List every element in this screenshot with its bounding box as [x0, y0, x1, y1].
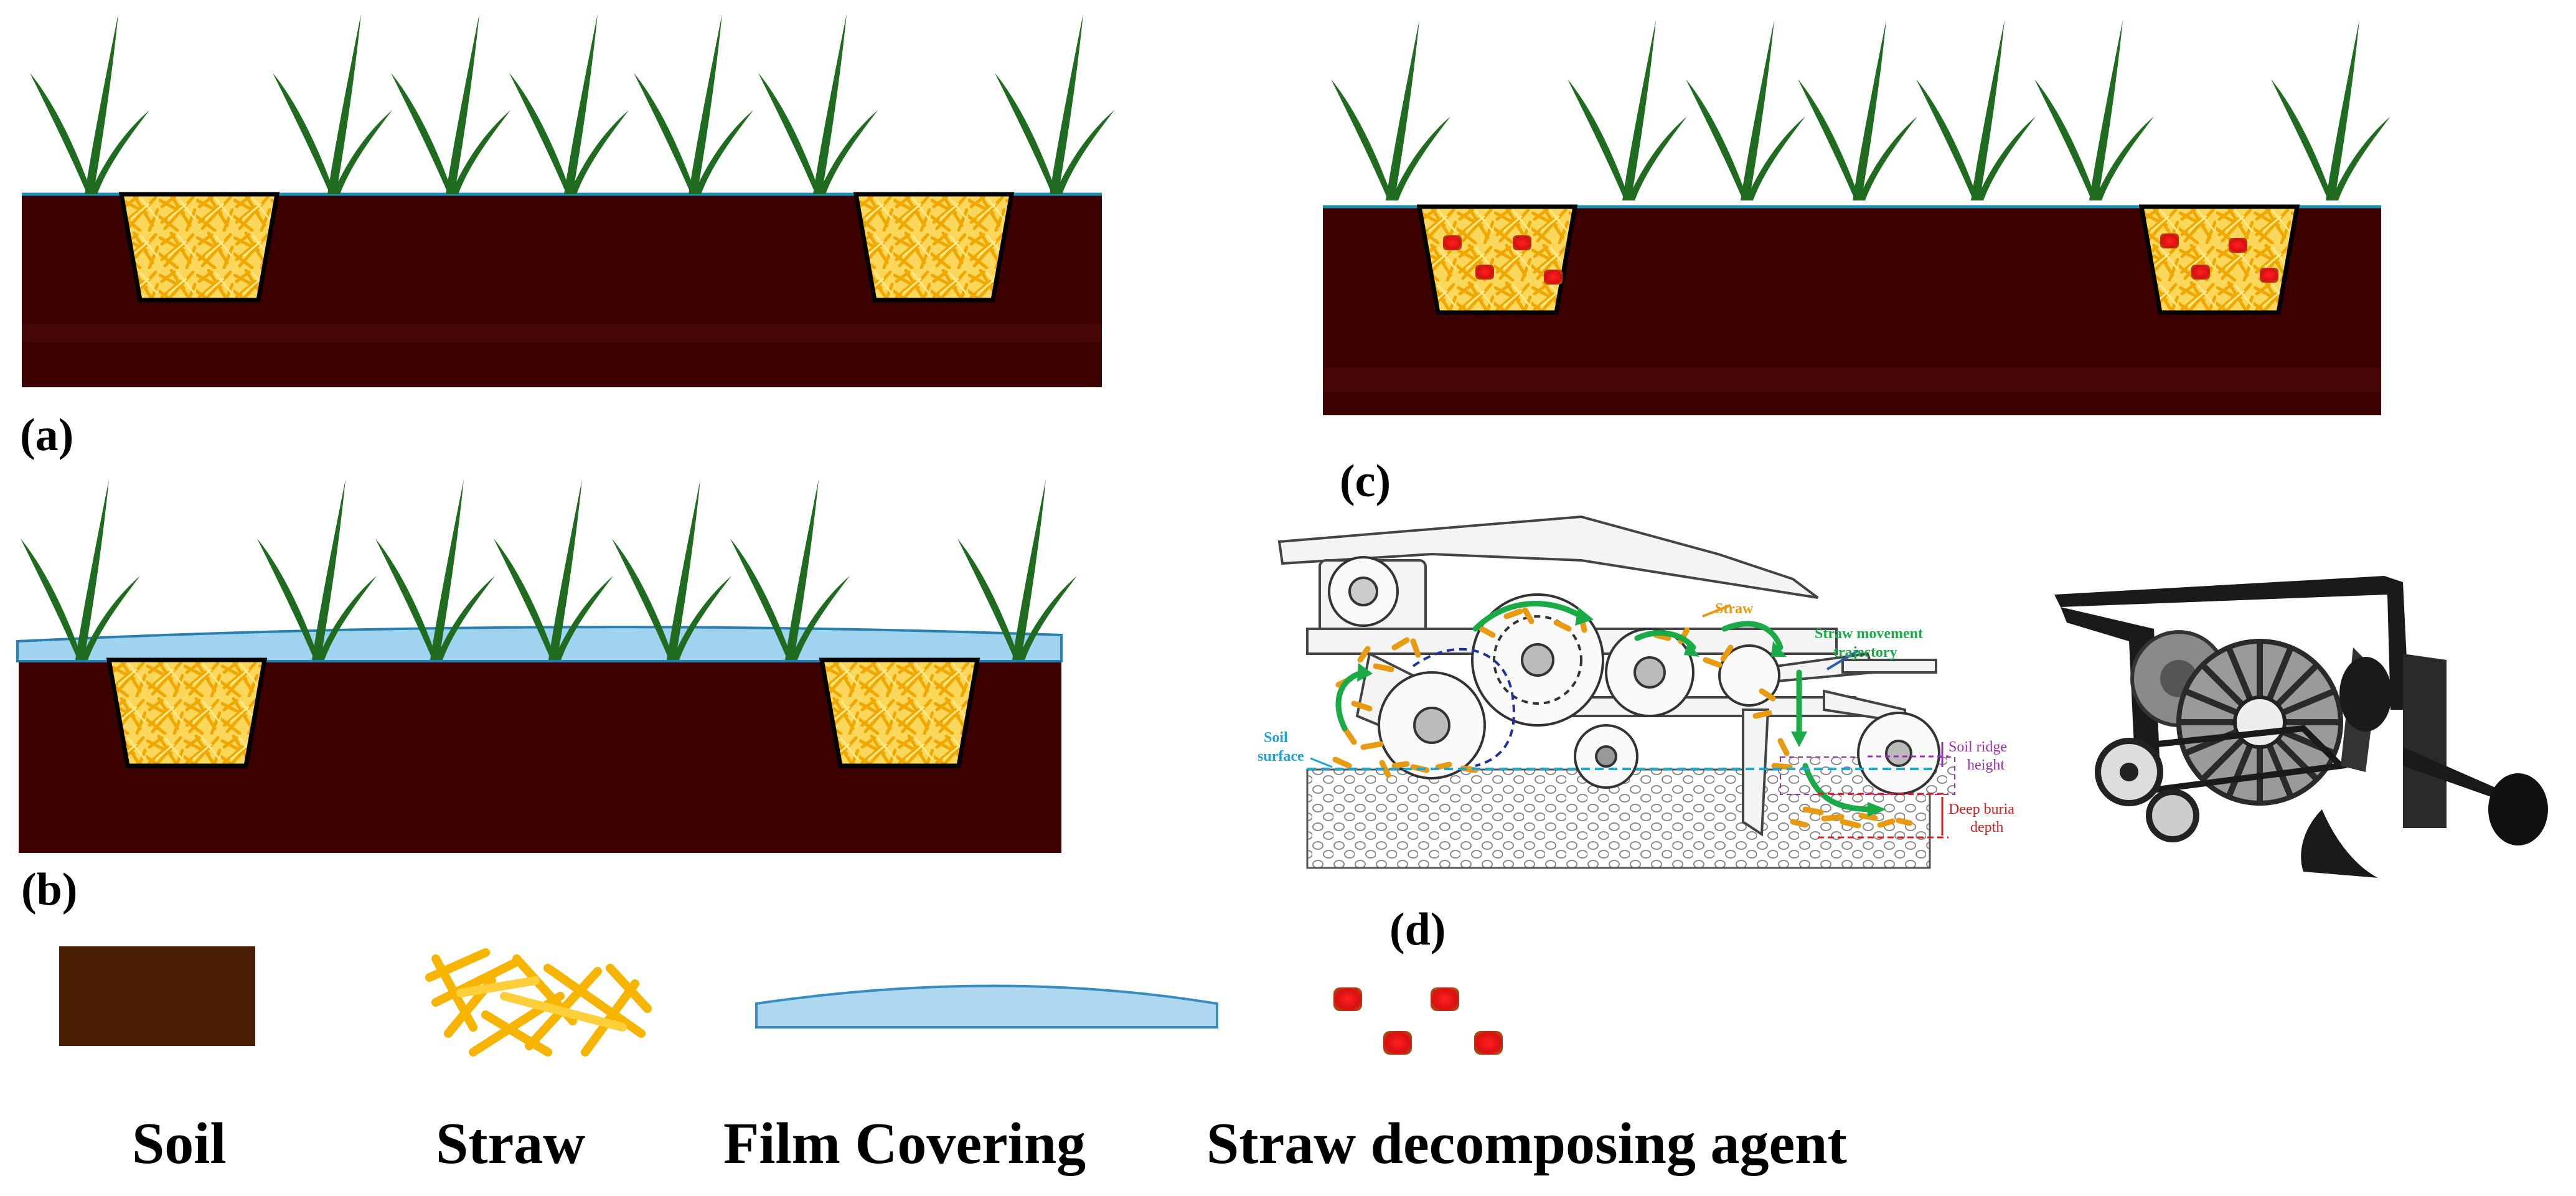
straw-pit-a2 [856, 194, 1012, 300]
panel-c [1323, 20, 2390, 415]
annotation-ridge-2: height [1967, 757, 2005, 773]
legend-swatch-soil [59, 946, 255, 1046]
panel-label-d: (d) [1389, 904, 1446, 955]
panel-d-machine-photo [2054, 576, 2548, 878]
annotation-depth-1: Deep buria [1948, 801, 2014, 817]
panel-a [22, 14, 1114, 387]
rotor-blades [2176, 639, 2343, 806]
annotation-ridge-1: Soil ridge [1948, 739, 2007, 755]
straw-pit-c2 [2141, 207, 2297, 313]
legend-label-film: Film Covering [723, 1111, 1086, 1176]
annotation-soil-surface-1: Soil [1264, 730, 1288, 746]
straw-pit-b2 [822, 660, 977, 766]
straw-pit-c1 [1419, 207, 1575, 313]
seedlings-c [1331, 20, 2390, 200]
panel-d-schematic: Straw Straw movement trajectory Soil sur… [1257, 515, 2014, 869]
legend [59, 946, 1503, 1057]
legend-label-straw: Straw [436, 1111, 586, 1176]
panel-b [16, 479, 1077, 853]
panel-label-b: (b) [21, 864, 78, 915]
panel-label-c: (c) [1340, 456, 1391, 507]
annotation-trajectory-2: trajectory [1833, 644, 1897, 661]
legend-swatch-straw [425, 948, 652, 1057]
annotation-soil-surface-2: surface [1257, 748, 1304, 765]
legend-swatch-agent [1333, 987, 1503, 1055]
legend-label-agent: Straw decomposing agent [1206, 1111, 1847, 1176]
agent-dots-c [1443, 233, 2278, 285]
panel-label-a: (a) [20, 410, 74, 461]
annotation-trajectory-1: Straw movement [1815, 626, 1923, 642]
legend-swatch-film [755, 984, 1218, 1029]
straw-pit-b1 [109, 660, 265, 766]
seedlings-a [30, 14, 1114, 194]
annotation-depth-2: depth [1970, 819, 2003, 836]
annotation-straw: Straw [1715, 601, 1754, 617]
legend-label-soil: Soil [132, 1111, 227, 1176]
straw-pit-a1 [121, 194, 277, 300]
